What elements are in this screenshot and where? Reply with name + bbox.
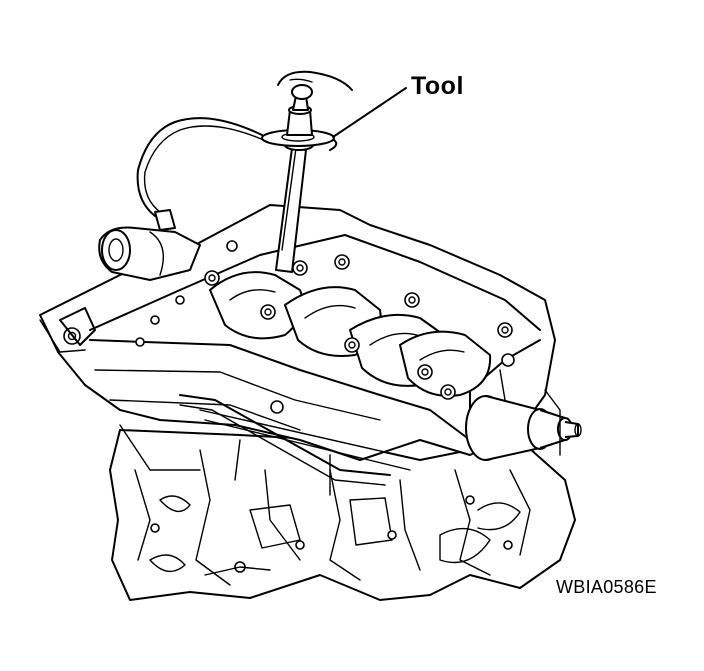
crankshaft-snout [465,389,582,461]
tool-callout-label: Tool [411,72,464,100]
figure-code: WBIA0586E [556,577,657,597]
oil-gallery-pipe [179,394,391,486]
cylinder-block-lower [109,429,576,601]
tool-leader-line [332,87,407,138]
front-pump-housing [39,226,201,353]
special-tool [136,70,353,273]
crank-journals [209,271,492,397]
